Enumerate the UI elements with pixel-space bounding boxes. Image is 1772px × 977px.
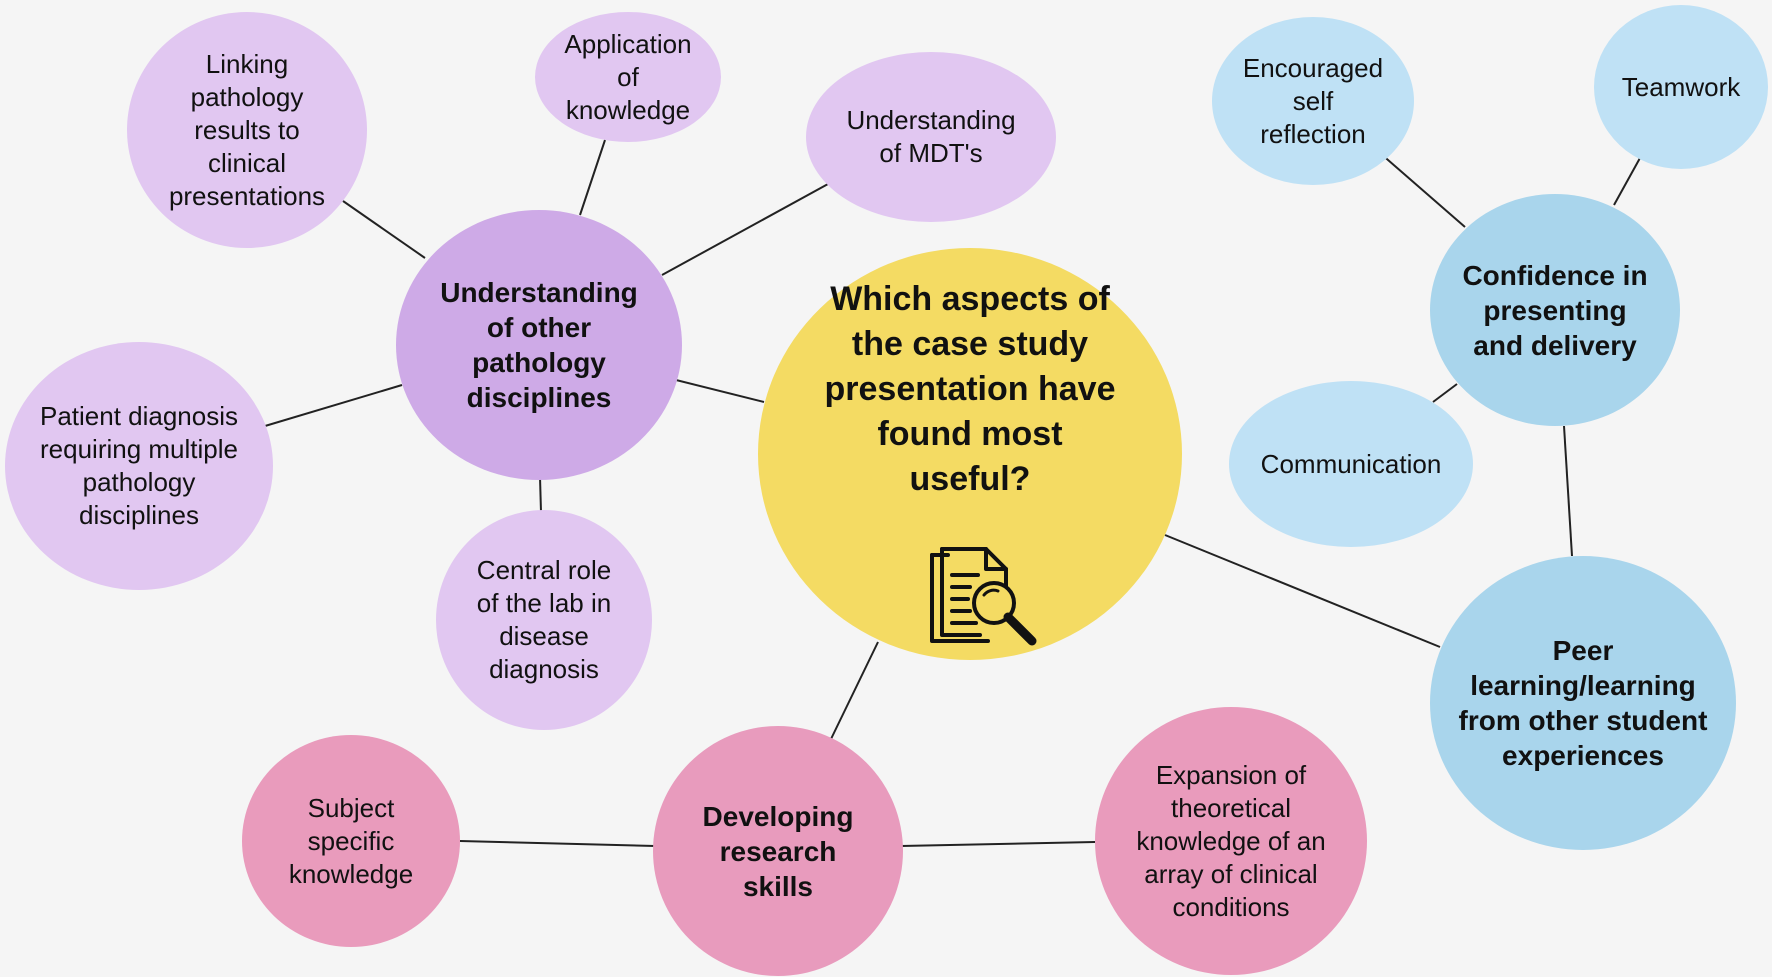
edge-understanding-mdt [661, 183, 829, 276]
node-central-role-lab-label: Central role of the lab in disease diagn… [476, 555, 612, 684]
edge-confidence-peer [1563, 425, 1573, 557]
hub-peer-learning-label: Peer learning/learning from other studen… [1458, 635, 1708, 771]
node-application-of-knowledge-label: Application of knowledge [564, 28, 692, 125]
edge-understanding-patient [264, 384, 403, 427]
node-encouraged-self-reflection: Encouraged self reflection [1212, 17, 1414, 185]
edge-research-expansion [900, 841, 1096, 847]
node-expansion-theoretical: Expansion of theoretical knowledge of an… [1095, 707, 1367, 975]
edge-center-peer [1164, 534, 1441, 648]
node-understanding-mdt: Understanding of MDT's [806, 52, 1056, 222]
node-linking-pathology: Linking pathology results to clinical pr… [127, 12, 367, 248]
node-understanding-mdt-label: Understanding of MDT's [846, 105, 1016, 168]
hub-developing-research-label: Developing research skills [702, 800, 854, 902]
node-application-of-knowledge: Application of knowledge [535, 12, 721, 142]
edge-confidence-communication [1432, 383, 1458, 403]
document-magnifier-icon [930, 547, 1037, 646]
edge-research-subject [459, 840, 656, 847]
node-communication: Communication [1229, 381, 1473, 547]
node-teamwork-label: Teamwork [1621, 71, 1741, 102]
hub-confidence-presenting: Confidence in presenting and delivery [1430, 194, 1680, 426]
edge-understanding-linking [342, 200, 426, 259]
node-linking-pathology-label: Linking pathology results to clinical pr… [168, 48, 326, 211]
hub-developing-research: Developing research skills [653, 726, 903, 976]
edge-center-research [830, 641, 879, 740]
node-patient-diagnosis: Patient diagnosis requiring multiple pat… [5, 342, 273, 590]
edge-understanding-application [579, 139, 606, 216]
node-teamwork: Teamwork [1594, 5, 1768, 169]
node-communication-label: Communication [1260, 448, 1442, 479]
edge-understanding-center [675, 379, 765, 403]
hub-confidence-presenting-label: Confidence in presenting and delivery [1462, 259, 1648, 361]
edge-understanding-central [539, 476, 542, 513]
node-patient-diagnosis-label: Patient diagnosis requiring multiple pat… [39, 401, 239, 530]
hub-understanding-pathology: Understanding of other pathology discipl… [396, 210, 682, 480]
hub-peer-learning: Peer learning/learning from other studen… [1430, 556, 1736, 850]
node-expansion-theoretical-label: Expansion of theoretical knowledge of an… [1136, 759, 1326, 922]
center-question: Which aspects of the case study presenta… [758, 248, 1182, 660]
edge-confidence-reflection [1379, 152, 1466, 228]
center-question-label: Which aspects of the case study presenta… [824, 279, 1116, 498]
hub-understanding-pathology-label: Understanding of other pathology discipl… [440, 277, 638, 413]
edge-confidence-teamwork [1613, 157, 1641, 206]
node-subject-specific-knowledge-label: Subject specific knowledge [288, 792, 414, 889]
node-subject-specific-knowledge: Subject specific knowledge [242, 735, 460, 947]
node-central-role-lab: Central role of the lab in disease diagn… [436, 510, 652, 730]
node-encouraged-self-reflection-label: Encouraged self reflection [1242, 52, 1384, 149]
